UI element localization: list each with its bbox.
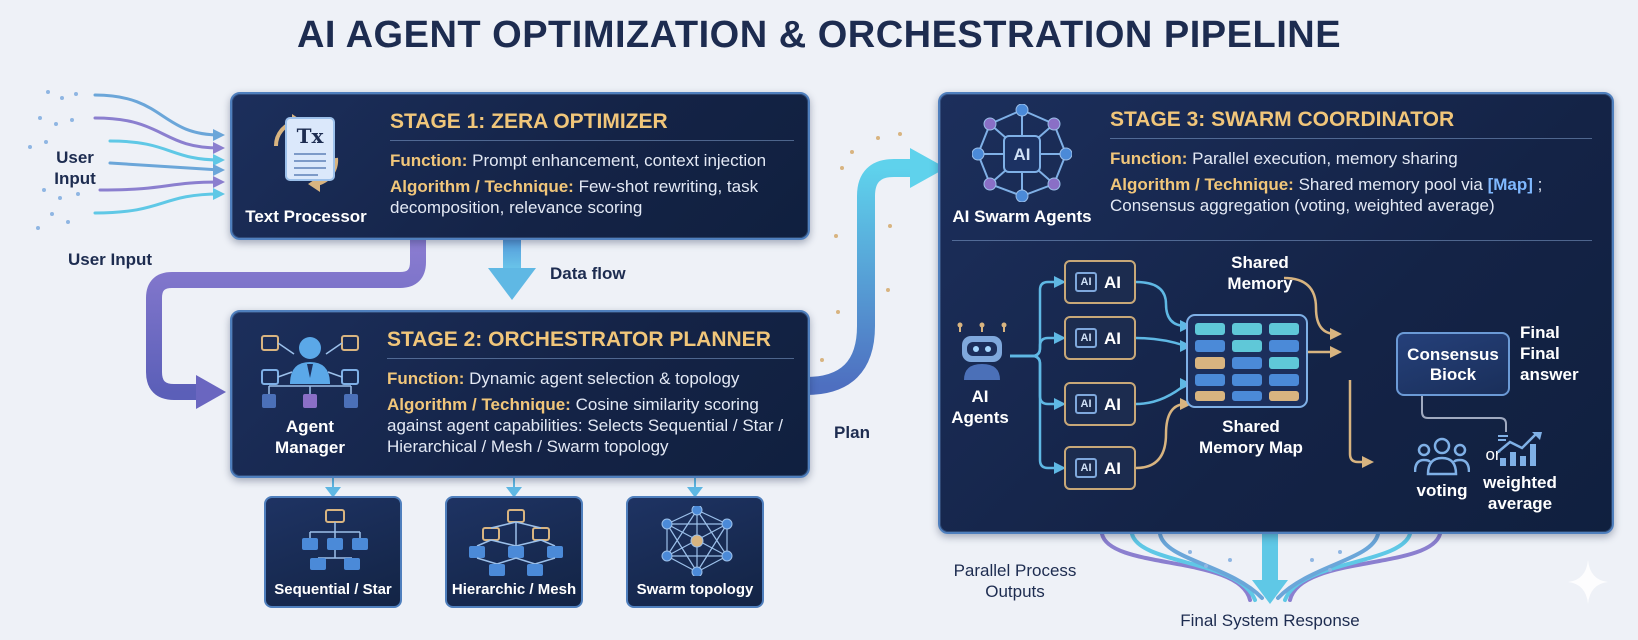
parallel-outputs-label: Parallel Process Outputs bbox=[953, 561, 1077, 601]
stage1-algorithm-text: Few-shot rewriting, task decomposition, … bbox=[390, 177, 759, 217]
text-processor-glyph: Tx bbox=[297, 124, 325, 148]
user-input-stacked-label: User Input bbox=[54, 148, 96, 188]
ai-agent-label: AI bbox=[1104, 459, 1121, 478]
shared-memory-map-grid bbox=[1186, 314, 1308, 408]
stage3-function: Function: Parallel execution, memory sha… bbox=[1110, 148, 1600, 169]
topology-connectors bbox=[325, 478, 703, 498]
agent-manager-caption: Agent Manager bbox=[275, 417, 345, 457]
ai-agents-caption: AI Agents bbox=[951, 387, 1009, 427]
output-streams bbox=[1100, 532, 1442, 602]
ai-agent-label: AI bbox=[1104, 395, 1121, 414]
stage2-algorithm: Algorithm / Technique: Cosine similarity… bbox=[387, 394, 797, 457]
hierarchic-mesh-icon bbox=[469, 509, 563, 576]
final-response-shaft bbox=[1262, 534, 1278, 582]
topology-label-hierarchic-mesh: Hierarchic / Mesh bbox=[451, 581, 577, 598]
stage1-panel: Tx Text Processor STAGE 1: ZERA OPTIMIZE… bbox=[230, 92, 810, 240]
final-answer-label: Final Final answer bbox=[1520, 323, 1579, 384]
sequential-star-icon bbox=[302, 509, 368, 570]
final-response-arrowhead bbox=[1252, 580, 1288, 604]
text-processor-caption: Text Processor bbox=[245, 207, 367, 226]
stage1-title: STAGE 1: ZERA OPTIMIZER bbox=[390, 110, 668, 133]
ai-agent-box-2: AI AI bbox=[1064, 316, 1136, 360]
stage1-to-stage2-arrowhead bbox=[196, 375, 226, 409]
stage3-function-text: Parallel execution, memory sharing bbox=[1192, 149, 1458, 168]
stage2-function-text: Dynamic agent selection & topology bbox=[469, 369, 740, 388]
final-response-label: Final System Response bbox=[1180, 611, 1360, 630]
plan-connector bbox=[805, 159, 916, 395]
consensus-block: Consensus Biock bbox=[1396, 332, 1510, 396]
stage3-map-tag: [Map] bbox=[1487, 175, 1533, 194]
topology-hierarchic-mesh: Hierarchic / Mesh bbox=[445, 496, 583, 608]
swarm-topology-icon bbox=[661, 506, 733, 576]
topology-sequential-star: Sequential / Star bbox=[264, 496, 402, 608]
agent-manager-icon bbox=[258, 326, 362, 412]
stage1-function: Function: Prompt enhancement, context in… bbox=[390, 150, 800, 171]
stage3-algorithm-text-before: Shared memory pool via bbox=[1298, 175, 1483, 194]
data-flow-label: Data flow bbox=[550, 264, 626, 283]
ai-swarm-caption: AI Swarm Agents bbox=[952, 207, 1092, 226]
ai-agent-box-3: AI AI bbox=[1064, 382, 1136, 426]
ai-agent-box-4: AI AI bbox=[1064, 446, 1136, 490]
stage1-to-stage2-loop bbox=[146, 232, 426, 400]
stage3-function-label: Function: bbox=[1110, 149, 1188, 168]
stage3-algorithm-text-after: ; Consensus aggregation (voting, weighte… bbox=[1110, 175, 1543, 215]
user-input-arrowheads bbox=[213, 129, 225, 200]
stage2-title: STAGE 2: ORCHESTRATOR PLANNER bbox=[387, 328, 771, 351]
user-input-streams bbox=[93, 93, 222, 215]
stage2-algorithm-label: Algorithm / Technique: bbox=[387, 395, 571, 414]
plan-particles bbox=[820, 132, 902, 362]
ai-chip-icon: AI bbox=[1075, 458, 1097, 478]
ai-agent-box-1: AI AI bbox=[1064, 260, 1136, 304]
topology-label-sequential-star: Sequential / Star bbox=[274, 581, 392, 598]
stage1-function-text: Prompt enhancement, context injection bbox=[472, 151, 767, 170]
voting-people-icon bbox=[1413, 436, 1471, 476]
stage1-algorithm-label: Algorithm / Technique: bbox=[390, 177, 574, 196]
ai-swarm-glyph: AI bbox=[1014, 145, 1031, 164]
stage3-algorithm-label: Algorithm / Technique: bbox=[1110, 175, 1294, 194]
ai-agents-robot-icon bbox=[952, 322, 1012, 380]
stage3-panel: AI AI Swarm Agents STAGE 3: SWARM COORDI… bbox=[938, 92, 1614, 534]
stage2-function: Function: Dynamic agent selection & topo… bbox=[387, 368, 797, 389]
page-title: AI AGENT OPTIMIZATION & ORCHESTRATION PI… bbox=[296, 14, 1342, 56]
topology-label-swarm: Swarm topology bbox=[636, 581, 754, 598]
stage1-divider bbox=[390, 140, 794, 141]
user-input-label: User Input bbox=[67, 250, 153, 269]
ai-chip-icon: AI bbox=[1075, 394, 1097, 414]
stage3-title: STAGE 3: SWARM COORDINATOR bbox=[1110, 108, 1455, 131]
ai-swarm-icon: AI bbox=[971, 103, 1073, 203]
ai-agent-label: AI bbox=[1104, 329, 1121, 348]
topology-swarm: Swarm topology bbox=[626, 496, 764, 608]
stage2-function-label: Function: bbox=[387, 369, 465, 388]
voting-label: voting bbox=[1416, 481, 1468, 500]
data-flow-shaft bbox=[503, 232, 521, 270]
stage1-algorithm: Algorithm / Technique: Few-shot rewritin… bbox=[390, 176, 800, 218]
ai-chip-icon: AI bbox=[1075, 272, 1097, 292]
weighted-average-chart-icon bbox=[1496, 430, 1544, 468]
plan-arrowhead bbox=[910, 148, 946, 188]
input-particles bbox=[28, 90, 80, 230]
stage2-algorithm-text: Cosine similarity scoring against agent … bbox=[387, 395, 783, 456]
ai-chip-icon: AI bbox=[1075, 328, 1097, 348]
stage1-function-label: Function: bbox=[390, 151, 468, 170]
shared-memory-map-label: Shared Memory Map bbox=[1199, 417, 1303, 457]
stage3-algorithm: Algorithm / Technique: Shared memory poo… bbox=[1110, 174, 1600, 216]
stage2-panel: Agent Manager STAGE 2: ORCHESTRATOR PLAN… bbox=[230, 310, 810, 478]
ai-agent-label: AI bbox=[1104, 273, 1121, 292]
data-flow-arrowhead bbox=[488, 268, 536, 300]
sparkle-icon bbox=[1568, 560, 1608, 604]
stage3-divider-top bbox=[1110, 138, 1592, 139]
stage3-divider-bottom bbox=[952, 240, 1592, 241]
text-processor-icon: Tx bbox=[250, 110, 360, 196]
stage2-divider bbox=[387, 358, 794, 359]
plan-label: Plan bbox=[834, 423, 870, 442]
weighted-average-label: weighted average bbox=[1483, 473, 1557, 513]
shared-memory-label: Shared Memory bbox=[1227, 253, 1293, 293]
output-particles bbox=[1188, 550, 1342, 572]
or-label: or bbox=[1485, 445, 1501, 464]
